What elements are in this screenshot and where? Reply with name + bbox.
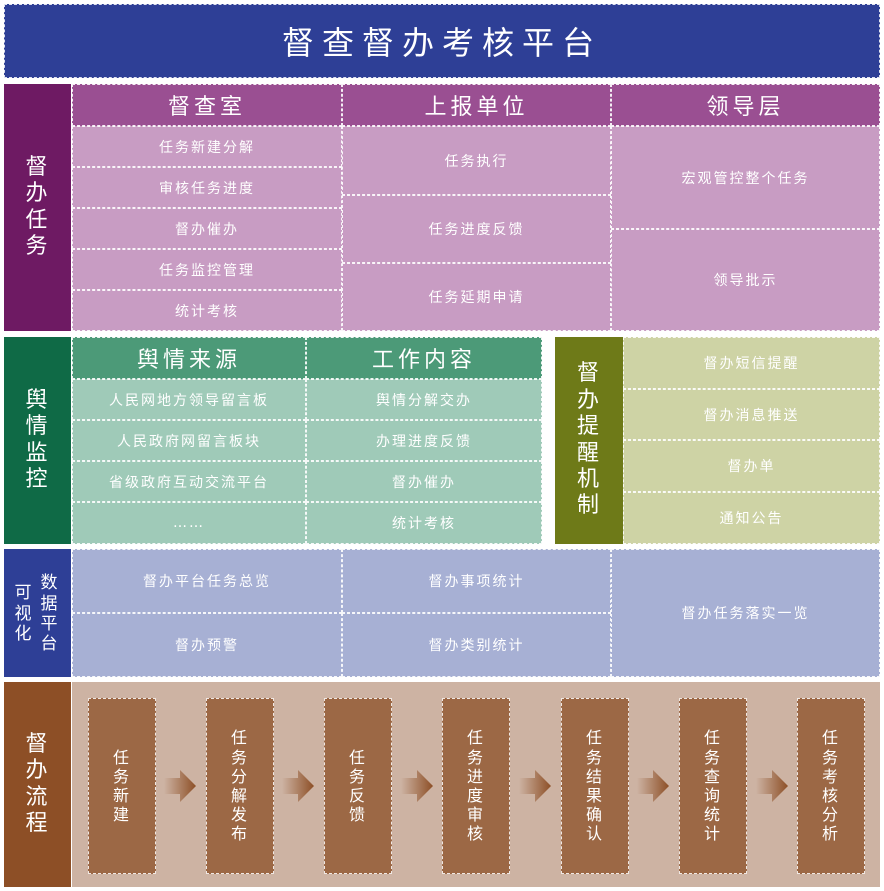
flow-step-result-confirm[interactable]: 任务结果确认 bbox=[561, 698, 629, 874]
list-item[interactable]: 督办短信提醒 bbox=[623, 337, 880, 389]
list-item[interactable]: 任务延期申请 bbox=[342, 263, 611, 331]
opinion-section-label: 舆情监控 bbox=[4, 337, 71, 544]
flow-step-decompose[interactable]: 任务分解发布 bbox=[206, 698, 274, 874]
list-item[interactable]: 督办消息推送 bbox=[623, 389, 880, 440]
arrow-right-icon bbox=[519, 770, 551, 802]
col-header-supervision-office: 督查室 bbox=[72, 84, 342, 126]
list-item[interactable]: 任务新建分解 bbox=[72, 126, 342, 167]
list-item[interactable]: 人民网地方领导留言板 bbox=[72, 379, 306, 420]
list-item[interactable]: 人民政府网留言板块 bbox=[72, 420, 306, 461]
list-item[interactable]: 办理进度反馈 bbox=[306, 420, 542, 461]
visual-label-right: 数据平台 bbox=[40, 573, 60, 655]
list-item[interactable]: 宏观管控整个任务 bbox=[611, 126, 880, 229]
list-item[interactable]: 审核任务进度 bbox=[72, 167, 342, 208]
col-header-opinion-source: 舆情来源 bbox=[72, 337, 306, 379]
list-item[interactable]: 通知公告 bbox=[623, 492, 880, 544]
list-item[interactable]: 领导批示 bbox=[611, 229, 880, 331]
list-item[interactable]: 统计考核 bbox=[72, 290, 342, 331]
arrow-right-icon bbox=[282, 770, 314, 802]
list-item[interactable]: 督办类别统计 bbox=[342, 613, 611, 677]
list-item[interactable]: 统计考核 bbox=[306, 502, 542, 544]
list-item[interactable]: 督办催办 bbox=[72, 208, 342, 249]
col-header-leadership: 领导层 bbox=[611, 84, 880, 126]
list-item[interactable]: 舆情分解交办 bbox=[306, 379, 542, 420]
flow-step-query-stats[interactable]: 任务查询统计 bbox=[679, 698, 747, 874]
list-item[interactable]: 督办预警 bbox=[72, 613, 342, 677]
arrow-right-icon bbox=[164, 770, 196, 802]
flow-step-create[interactable]: 任务新建 bbox=[88, 698, 156, 874]
flow-step-assessment[interactable]: 任务考核分析 bbox=[797, 698, 865, 874]
list-item[interactable]: 任务执行 bbox=[342, 126, 611, 195]
arrow-right-icon bbox=[756, 770, 788, 802]
reminder-section-label: 督办提醒机制 bbox=[555, 337, 623, 544]
flow-section-label: 督办流程 bbox=[4, 682, 71, 887]
visual-section-label: 可视化 数据平台 bbox=[4, 549, 71, 677]
flow-step-feedback[interactable]: 任务反馈 bbox=[324, 698, 392, 874]
visual-label-left: 可视化 bbox=[14, 583, 34, 645]
list-item[interactable]: 任务监控管理 bbox=[72, 249, 342, 290]
list-item[interactable]: 督办催办 bbox=[306, 461, 542, 502]
list-item[interactable]: 督办平台任务总览 bbox=[72, 549, 342, 613]
page-title: 督查督办考核平台 bbox=[4, 4, 880, 78]
list-item[interactable]: …… bbox=[72, 502, 306, 544]
arrow-right-icon bbox=[401, 770, 433, 802]
task-section-label: 督办任务 bbox=[4, 84, 71, 331]
list-item[interactable]: 任务进度反馈 bbox=[342, 195, 611, 263]
list-item[interactable]: 省级政府互动交流平台 bbox=[72, 461, 306, 502]
list-item[interactable]: 督办单 bbox=[623, 440, 880, 492]
arrow-right-icon bbox=[637, 770, 669, 802]
col-header-work-content: 工作内容 bbox=[306, 337, 542, 379]
list-item[interactable]: 督办事项统计 bbox=[342, 549, 611, 613]
col-header-reporting-unit: 上报单位 bbox=[342, 84, 611, 126]
flow-step-progress-review[interactable]: 任务进度审核 bbox=[442, 698, 510, 874]
list-item[interactable]: 督办任务落实一览 bbox=[611, 549, 880, 677]
